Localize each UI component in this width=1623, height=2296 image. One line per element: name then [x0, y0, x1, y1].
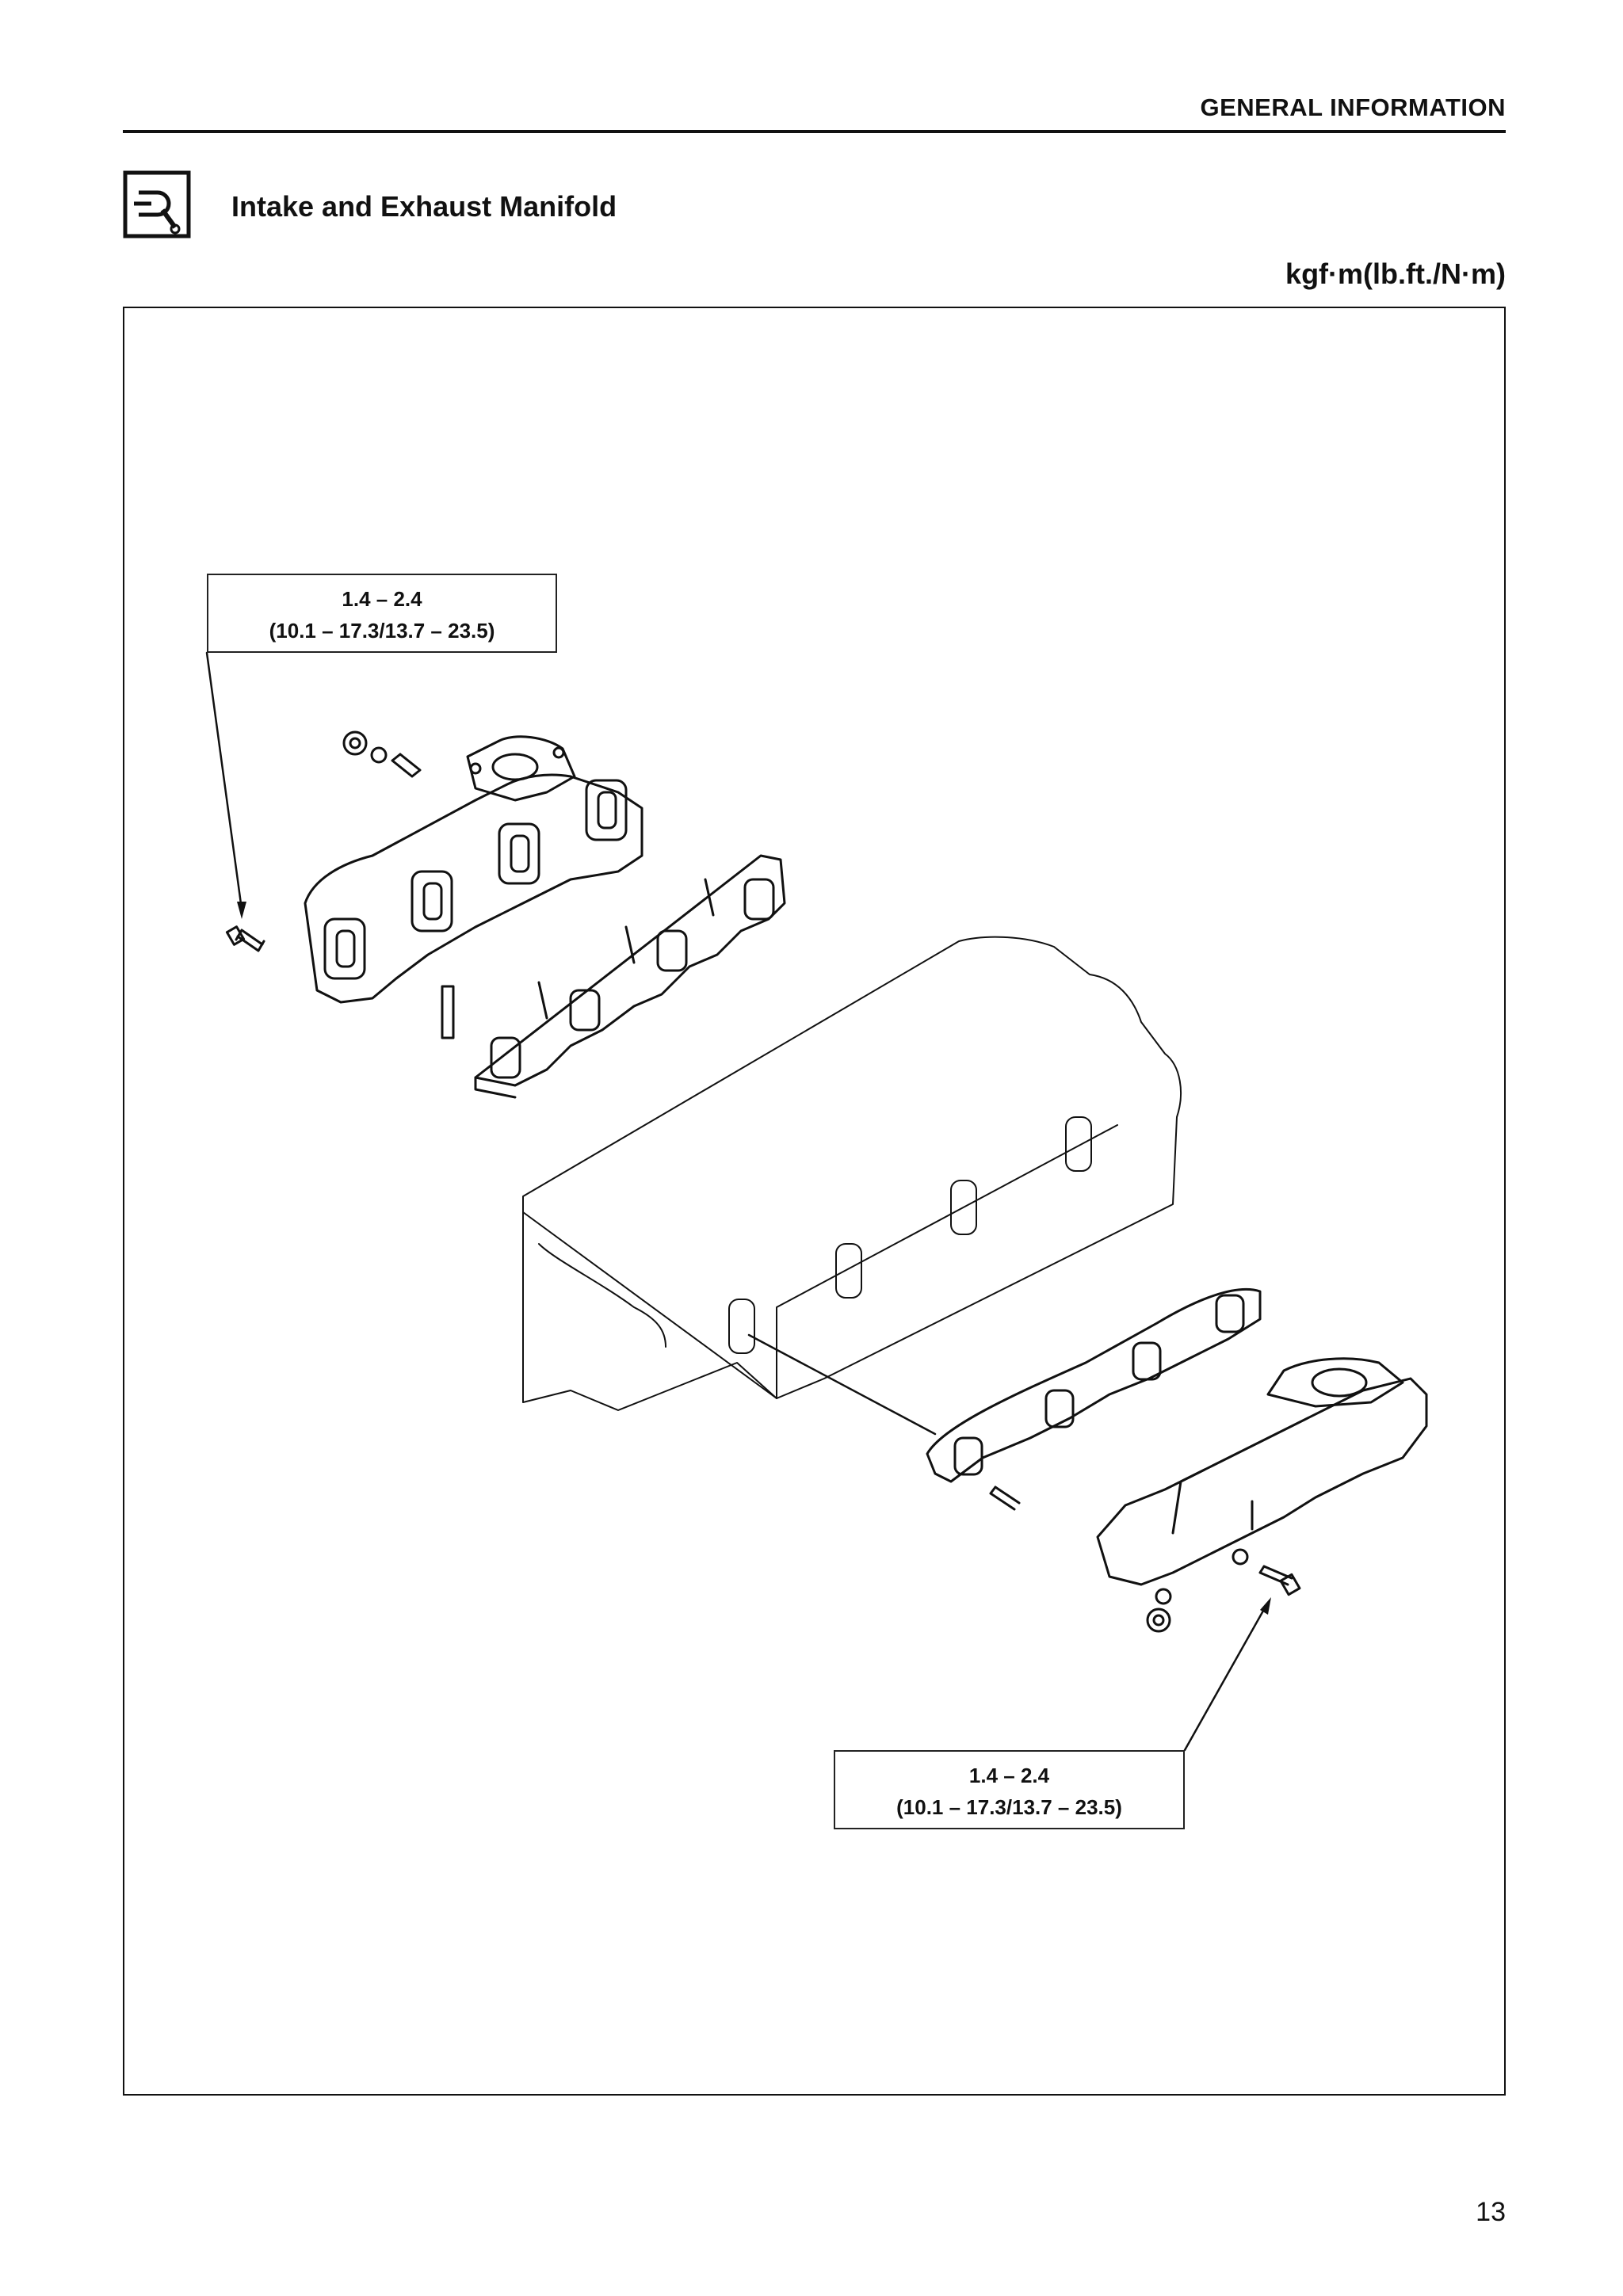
torque-callout-lower-value: 1.4 – 2.4 — [968, 1764, 1050, 1787]
torque-callout-lower-range: (10.1 – 17.3/13.7 – 23.5) — [896, 1795, 1122, 1819]
torque-callout-lower: 1.4 – 2.4 (10.1 – 17.3/13.7 – 23.5) — [834, 1750, 1185, 1829]
intake-manifold-lower — [1096, 1357, 1428, 1633]
torque-callout-upper-value: 1.4 – 2.4 — [342, 587, 422, 611]
exhaust-manifold-upper — [304, 735, 643, 1004]
cylinder-head — [522, 936, 1182, 1411]
upper-fasteners — [225, 730, 455, 1039]
leader-lines — [205, 651, 1271, 1752]
section-title: Intake and Exhaust Manifold — [231, 190, 617, 223]
header-rule — [123, 130, 1506, 133]
lower-gasket — [926, 1287, 1262, 1511]
torque-callout-upper: 1.4 – 2.4 (10.1 – 17.3/13.7 – 23.5) — [207, 574, 557, 653]
header-section-label: GENERAL INFORMATION — [1200, 93, 1506, 121]
page-number: 13 — [1476, 2197, 1506, 2227]
torque-wrench-icon — [123, 170, 191, 238]
torque-units-label: kgf·m(lb.ft./N·m) — [1285, 257, 1506, 290]
upper-gasket — [474, 854, 786, 1099]
figure-frame — [123, 307, 1506, 2096]
torque-callout-upper-range: (10.1 – 17.3/13.7 – 23.5) — [269, 619, 495, 643]
